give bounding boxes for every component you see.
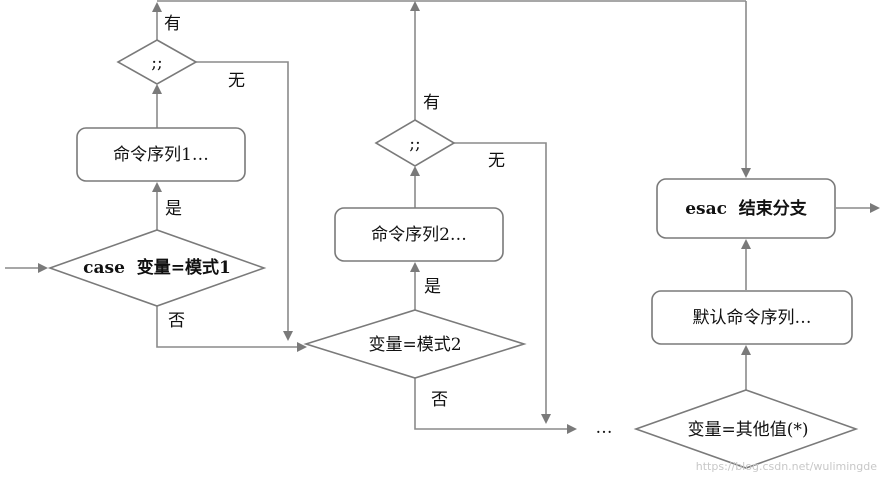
d2-yes-label: 是 — [424, 277, 441, 297]
default-decision-label: 变量=其他值(*) — [687, 420, 808, 440]
semi2-has-arrowhead — [410, 1, 420, 11]
ellipsis-label: … — [596, 418, 613, 438]
semi2-label: ;; — [409, 134, 420, 154]
command-sequence-2-label: 命令序列2… — [371, 225, 467, 245]
pattern-2-decision-label: 变量=模式2 — [368, 335, 461, 355]
case-no-label: 否 — [168, 311, 185, 331]
semi2-none-label: 无 — [488, 151, 505, 171]
case-decision-label: case 变量=模式1 — [83, 257, 231, 278]
command-sequence-2-box — [334, 207, 504, 262]
default-command-label: 默认命令序列… — [693, 308, 812, 328]
default-decision — [633, 389, 859, 469]
case-yes-arrowhead — [152, 182, 162, 192]
semi1-none-label: 无 — [228, 71, 245, 91]
semi1-none-line — [196, 61, 289, 335]
bus-to-esac-arrowhead — [741, 168, 751, 178]
command-sequence-1-label: 命令序列1… — [113, 145, 209, 165]
semi2-has-label: 有 — [423, 93, 440, 113]
case-yes-label: 是 — [165, 199, 182, 219]
default-command-box — [651, 290, 853, 345]
default-to-esac-arrowhead — [741, 239, 751, 249]
semi2-none-arrowhead — [541, 414, 551, 424]
pattern-2-decision — [303, 309, 527, 379]
watermark: https://blog.csdn.net/wulimingde — [696, 460, 877, 473]
esac-label: esac 结束分支 — [685, 198, 808, 219]
semi1-has-label: 有 — [164, 14, 181, 34]
esac-exit-arrowhead — [870, 203, 880, 213]
d2-no-arrowhead — [567, 424, 577, 434]
d2-yes-arrowhead — [410, 262, 420, 272]
case-no-line — [156, 306, 300, 348]
semi1-has-arrowhead — [152, 2, 162, 12]
semi1-label: ;; — [151, 53, 162, 73]
d2-no-line — [414, 378, 570, 430]
case-no-arrowhead — [297, 342, 307, 352]
semicolon-decision-2 — [374, 119, 456, 167]
entry-arrowhead — [38, 263, 48, 273]
semicolon-decision-1 — [116, 39, 198, 85]
semi1-none-arrowhead — [283, 331, 293, 341]
case-decision — [47, 229, 267, 307]
defaultdec-to-cmd-arrowhead — [741, 345, 751, 355]
semi2-none-line — [454, 142, 547, 418]
esac-box — [656, 178, 836, 239]
cmd1-to-semi1-arrowhead — [152, 84, 162, 94]
command-sequence-1-box — [76, 127, 246, 182]
cmd2-to-semi2-arrowhead — [410, 166, 420, 176]
d2-no-label: 否 — [431, 390, 448, 410]
